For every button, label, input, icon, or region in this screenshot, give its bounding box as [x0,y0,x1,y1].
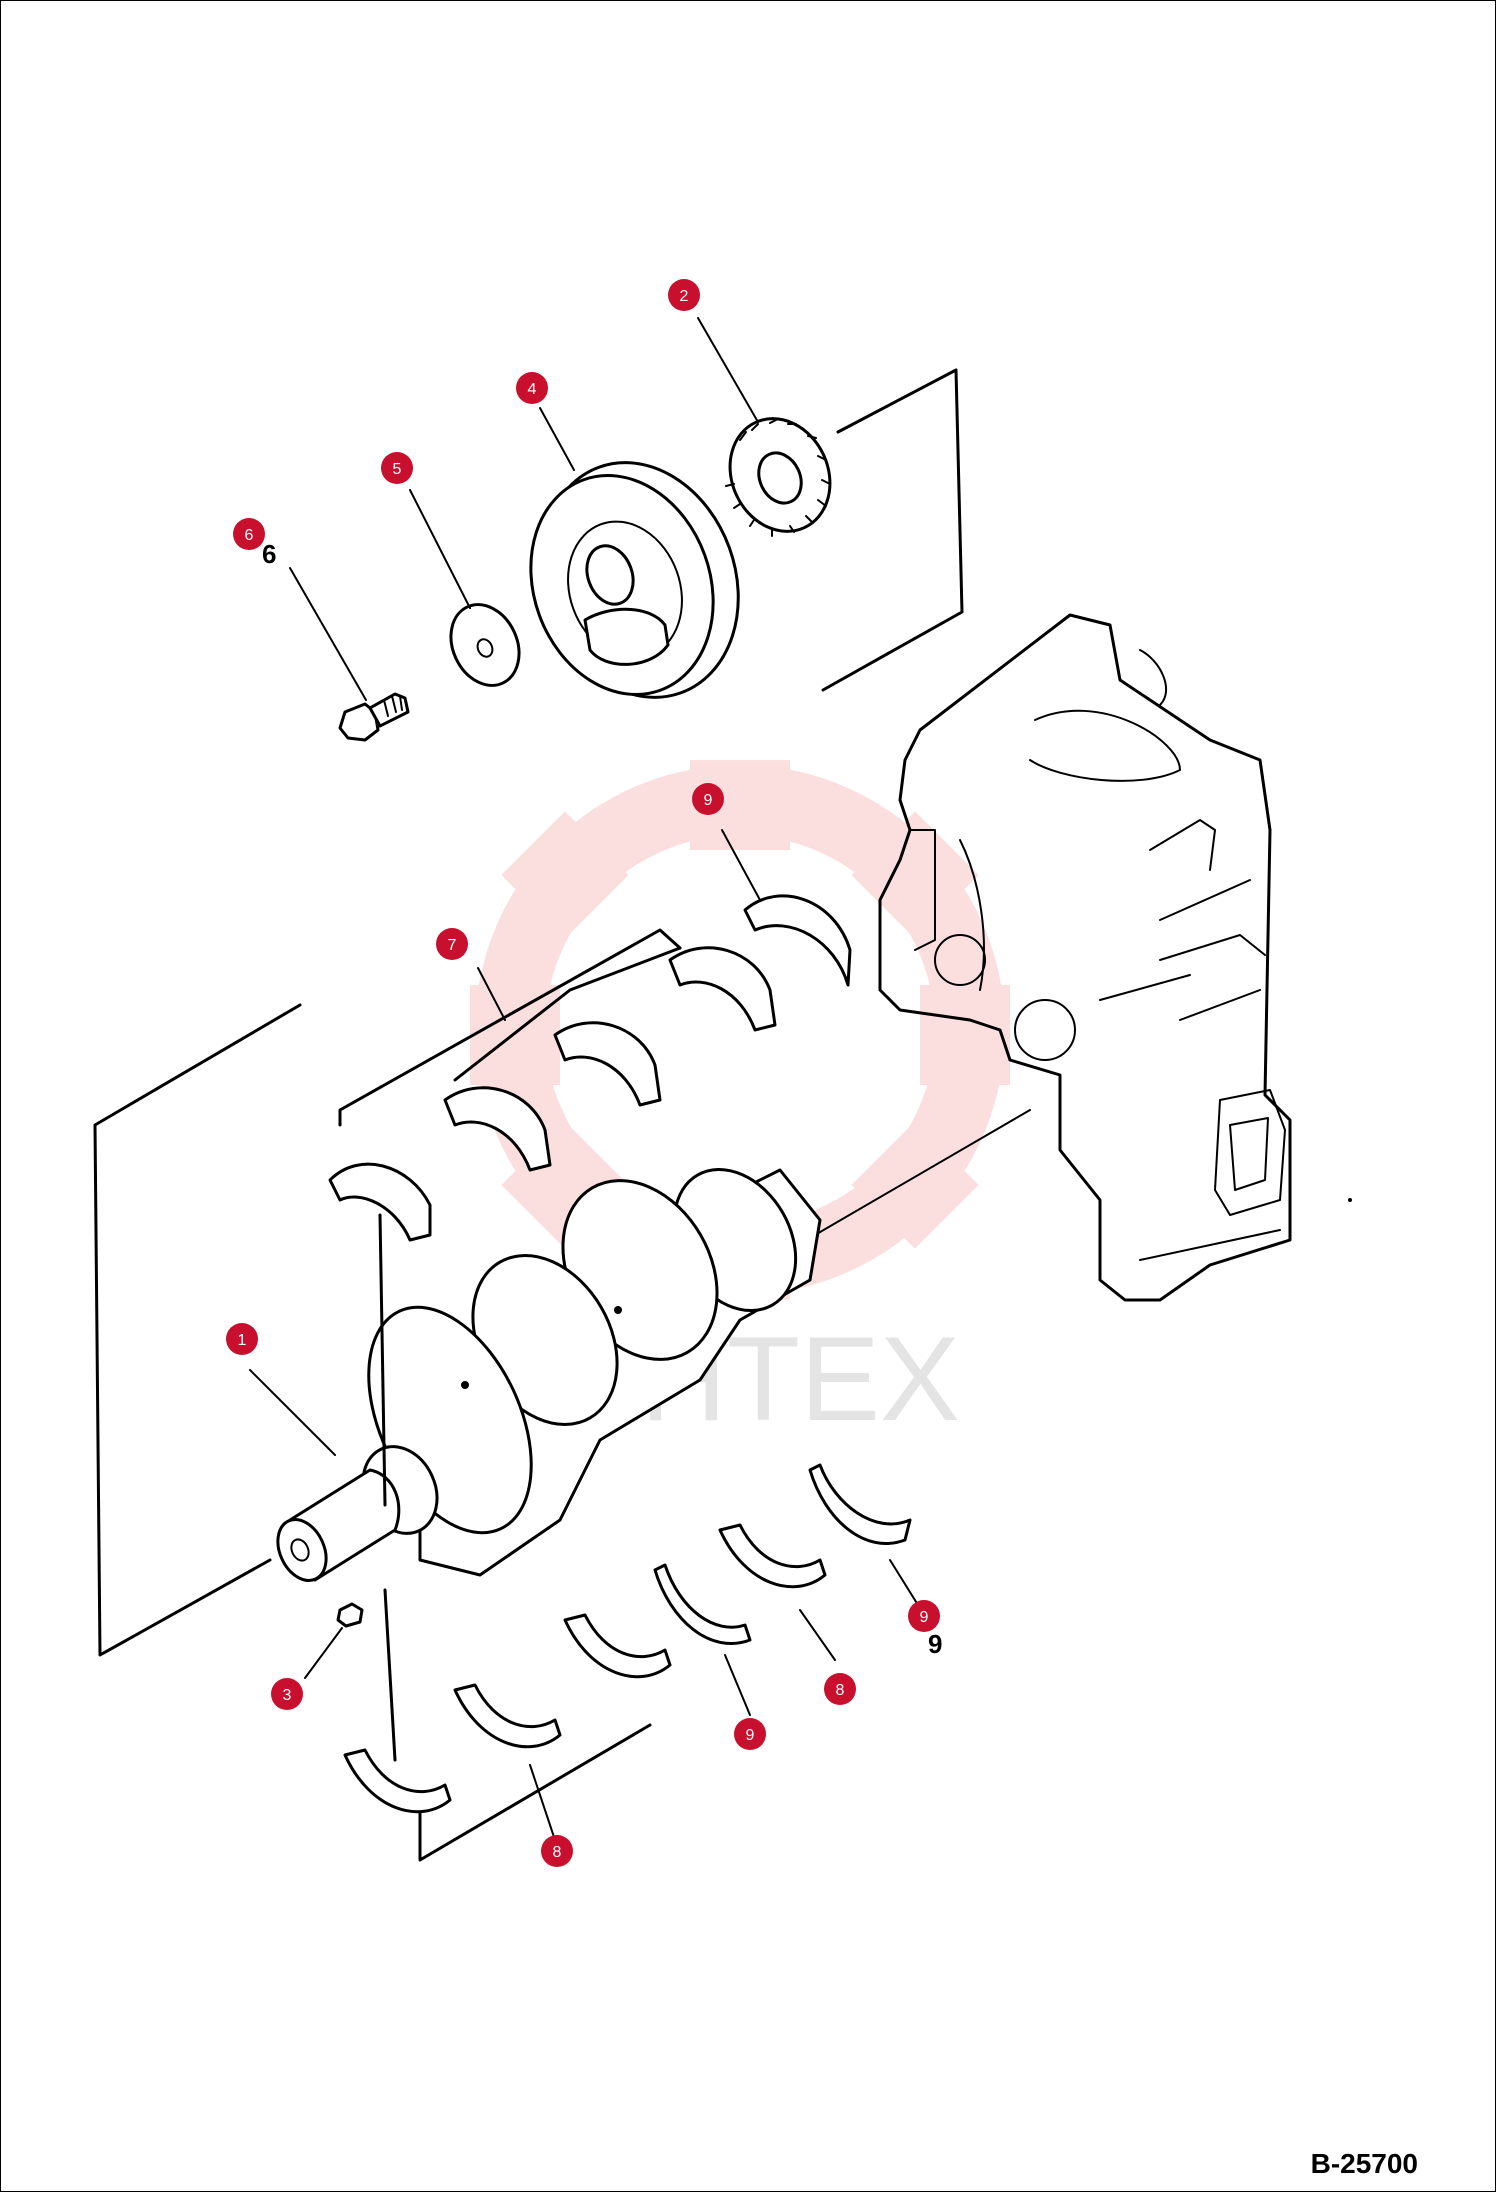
drawing-code: B-25700 [1310,2148,1418,2179]
callout-3-label: 3 [283,1687,292,1704]
crankshaft-bracket [93,1003,302,1657]
callout-8-lower-right[interactable]: 8 [824,1673,856,1705]
callout-6-label: 6 [245,527,254,544]
callout-9-lower-left-label: 9 [746,1727,755,1744]
upper-bearing-bracket-2 [453,946,682,1082]
callout-9-upper-label: 9 [704,792,713,809]
callout-9-lower-right-label: 9 [920,1609,929,1626]
callout-3[interactable]: 3 [271,1678,303,1710]
crankshaft-pulley [529,461,740,699]
lower-main-bearings [343,1463,912,1814]
callout-5-label: 5 [393,461,402,478]
upper-main-bearings [328,894,852,1242]
alignment-line-lower [383,1588,397,1762]
callout-2-label: 2 [680,288,689,305]
engine-block [878,613,1352,1302]
callout-4-label: 4 [528,381,537,398]
callout-8-lower-right-label: 8 [836,1682,845,1699]
callout-7-label: 7 [448,937,457,954]
printed-number-6: 6 [262,539,276,569]
callout-9-upper[interactable]: 9 [692,783,724,815]
callout-6[interactable]: 6 [233,518,265,550]
gear-group-bracket [821,368,964,692]
callout-4[interactable]: 4 [516,372,548,404]
printed-number-9: 9 [928,1629,942,1659]
crankshaft [276,1167,822,1582]
alignment-line-upper [378,1213,387,1507]
callout-5[interactable]: 5 [381,452,413,484]
callout-7[interactable]: 7 [436,928,468,960]
crankshaft-gear [725,417,832,537]
crankshaft-key [336,1602,364,1628]
upper-bearing-bracket [338,928,682,1127]
lower-bearing-bracket [418,1723,652,1862]
shaft-axis-line [814,1109,1031,1236]
callout-9-lower-left[interactable]: 9 [734,1718,766,1750]
pulley-washer [449,603,521,687]
callout-1[interactable]: 1 [226,1323,258,1355]
callout-2[interactable]: 2 [668,279,700,311]
pulley-bolt [338,692,410,742]
leader-lines [249,317,919,1841]
callout-1-label: 1 [238,1332,247,1349]
callout-8-lower-left[interactable]: 8 [541,1835,573,1867]
callout-9-lower-right[interactable]: 9 [908,1600,940,1632]
callout-8-lower-left-label: 8 [553,1844,562,1861]
